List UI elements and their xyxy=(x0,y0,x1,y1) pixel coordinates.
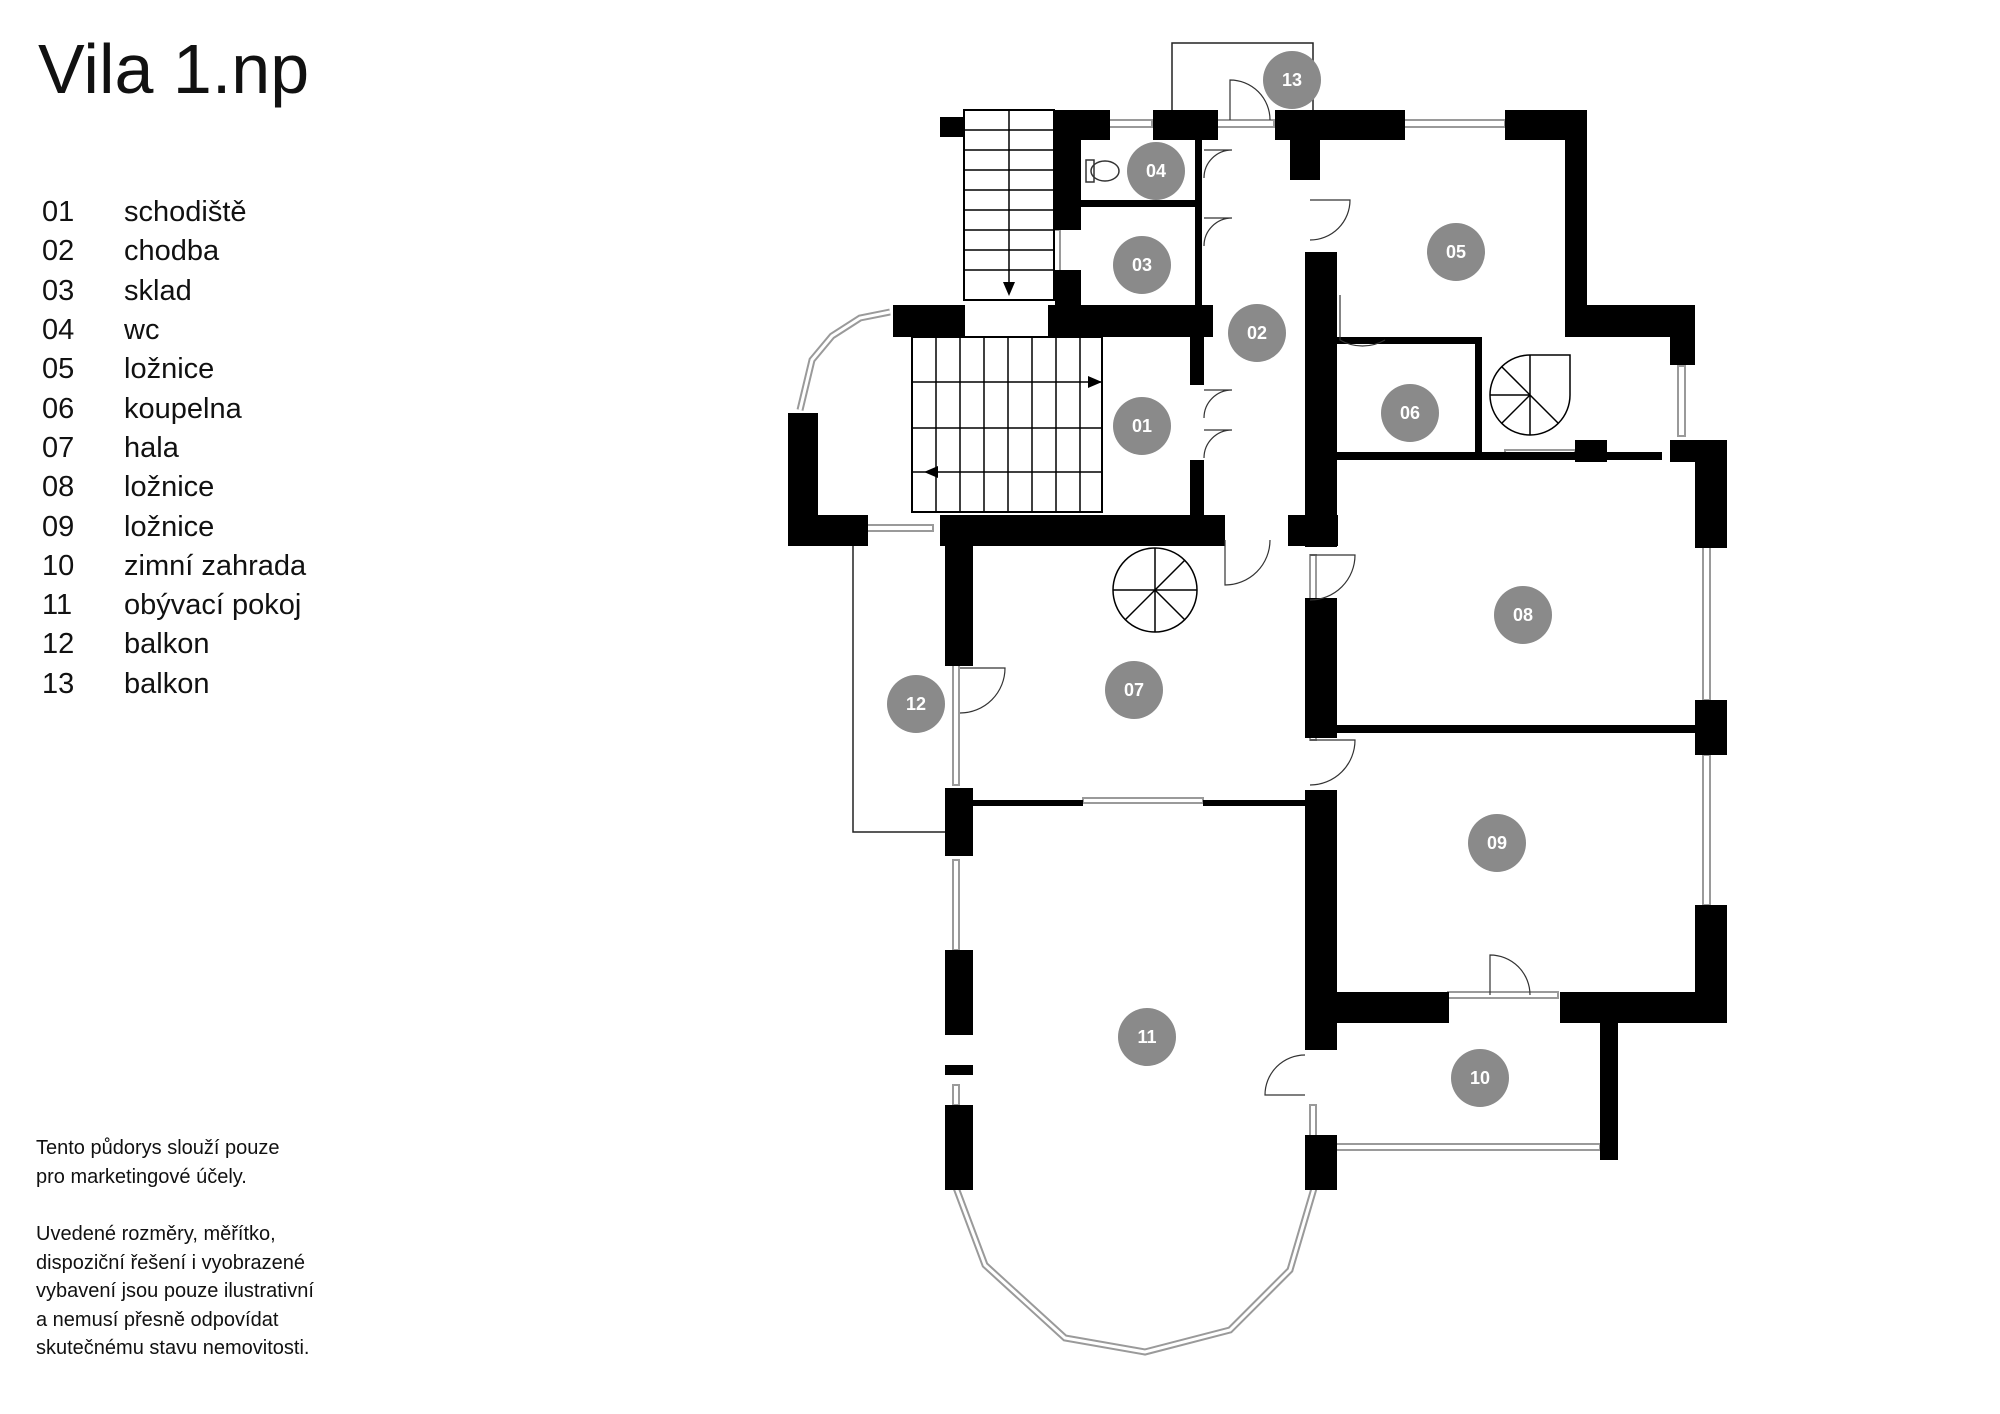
legend-label: balkon xyxy=(124,628,210,661)
room-marker-label: 10 xyxy=(1470,1068,1490,1088)
disclaimer-line: vybavení jsou pouze ilustrativní xyxy=(36,1280,314,1302)
room-marker-label: 05 xyxy=(1446,242,1466,262)
disclaimer-line: dispoziční řešení i vyobrazené xyxy=(36,1251,306,1274)
stair-arrow-icon xyxy=(1003,282,1015,296)
room-marker-label: 01 xyxy=(1132,416,1152,436)
room-marker: 08 xyxy=(1494,586,1552,644)
legend-item: 05 ložnice xyxy=(42,350,306,389)
room-marker-label: 02 xyxy=(1247,323,1267,343)
disclaimer-line: skutečnému stavu nemovitosti. xyxy=(36,1337,310,1359)
legend-item: 01 schodiště xyxy=(42,193,306,232)
room-marker: 07 xyxy=(1105,661,1163,719)
disclaimer-line: Uvedené rozměry, měřítko, xyxy=(36,1223,276,1245)
legend-label: schodiště xyxy=(124,196,247,229)
doors xyxy=(959,79,1531,1096)
legend-label: ložnice xyxy=(124,510,215,543)
legend-number: 13 xyxy=(42,667,75,700)
legend-label: ložnice xyxy=(124,353,215,386)
stairs-upper xyxy=(963,109,1055,301)
spiral-stair-bath xyxy=(1489,354,1571,436)
legend-item: 12 balkon xyxy=(42,625,306,664)
stairs-lower xyxy=(911,336,1103,513)
disclaimer-paragraph: Uvedené rozměry, měřítko, dispoziční řeš… xyxy=(36,1220,366,1363)
disclaimer: Tento půdorys slouží pouze pro marketing… xyxy=(36,1134,366,1392)
legend-label: sklad xyxy=(124,274,192,307)
legend-number: 07 xyxy=(42,431,75,464)
room-marker: 13 xyxy=(1263,51,1321,109)
legend-item: 04 wc xyxy=(42,311,306,350)
room-marker: 09 xyxy=(1468,814,1526,872)
legend-item: 03 sklad xyxy=(42,272,306,311)
legend-item: 02 chodba xyxy=(42,232,306,271)
legend-number: 03 xyxy=(42,274,75,307)
disclaimer-line: pro marketingové účely. xyxy=(36,1165,247,1188)
legend-label: obývací pokoj xyxy=(124,589,302,622)
room-marker: 12 xyxy=(887,675,945,733)
legend-item: 11 obývací pokoj xyxy=(42,586,306,625)
walls xyxy=(788,110,1727,1190)
disclaimer-line: a nemusí přesně odpovídat xyxy=(36,1308,279,1331)
page-title: Vila 1.np xyxy=(38,30,310,108)
legend-number: 08 xyxy=(42,471,75,504)
legend-item: 13 balkon xyxy=(42,665,306,704)
legend-item: 07 hala xyxy=(42,429,306,468)
legend-number: 09 xyxy=(42,510,75,543)
room-marker-label: 09 xyxy=(1487,833,1507,853)
room-marker-label: 07 xyxy=(1124,680,1144,700)
room-marker-label: 12 xyxy=(906,694,926,714)
legend-item: 08 ložnice xyxy=(42,468,306,507)
spiral-stair-hall xyxy=(1112,547,1198,633)
room-legend: 01 schodiště 02 chodba 03 sklad 04 wc 05 ložn… xyxy=(42,193,306,704)
room-marker: 02 xyxy=(1228,304,1286,362)
legend-label: chodba xyxy=(124,235,220,268)
room-marker: 05 xyxy=(1427,223,1485,281)
room-marker-label: 04 xyxy=(1146,161,1166,181)
bay-windows-inner xyxy=(798,310,1317,1354)
room-marker: 01 xyxy=(1113,397,1171,455)
legend-number: 12 xyxy=(42,628,75,661)
room-marker-label: 13 xyxy=(1282,70,1302,90)
room-marker: 10 xyxy=(1451,1049,1509,1107)
disclaimer-line: Tento půdorys slouží pouze xyxy=(36,1137,280,1159)
room-marker: 11 xyxy=(1118,1008,1176,1066)
legend-label: hala xyxy=(124,431,179,464)
toilet-icon xyxy=(1085,159,1120,183)
legend-label: ložnice xyxy=(124,471,215,504)
room-marker-label: 11 xyxy=(1137,1027,1156,1047)
legend-item: 09 ložnice xyxy=(42,507,306,546)
legend-number: 01 xyxy=(42,196,75,229)
stair-arrow-icon xyxy=(1088,376,1102,388)
room-marker-label: 03 xyxy=(1132,255,1152,275)
room-marker: 03 xyxy=(1113,236,1171,294)
legend-number: 02 xyxy=(42,235,75,268)
stair-arrow-icon xyxy=(924,466,938,478)
legend-number: 05 xyxy=(42,353,75,386)
room-marker-label: 08 xyxy=(1513,605,1533,625)
room-markers: 01 02 03 04 05 06 07 08 09 10 11 12 13 xyxy=(887,51,1552,1107)
legend-number: 04 xyxy=(42,314,75,347)
room-marker-label: 06 xyxy=(1400,403,1420,423)
room-marker: 06 xyxy=(1381,384,1439,442)
legend-number: 10 xyxy=(42,549,75,582)
disclaimer-paragraph: Tento půdorys slouží pouze pro marketing… xyxy=(36,1134,366,1191)
legend-label: balkon xyxy=(124,667,210,700)
legend-number: 06 xyxy=(42,392,75,425)
legend-item: 10 zimní zahrada xyxy=(42,547,306,586)
legend-item: 06 koupelna xyxy=(42,389,306,428)
legend-label: koupelna xyxy=(124,392,242,425)
room-marker: 04 xyxy=(1127,142,1185,200)
legend-number: 11 xyxy=(42,589,73,622)
legend-label: zimní zahrada xyxy=(124,549,307,582)
legend-label: wc xyxy=(124,314,160,347)
